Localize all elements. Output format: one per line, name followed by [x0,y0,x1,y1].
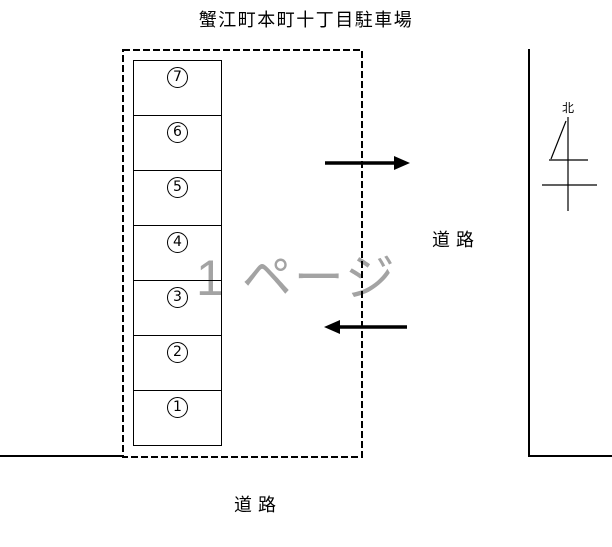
lot-boundary-dashed-rect [122,49,363,458]
parking-space-row: 4 [134,225,221,280]
road-label-bottom: 道路 [234,495,282,515]
right-arrow-icon [325,156,410,170]
parking-space-row: 3 [134,280,221,335]
space-number-badge: 3 [167,287,188,308]
parking-space-row: 6 [134,115,221,170]
space-number-badge: 2 [167,342,188,363]
road-label-right: 道路 [432,230,480,250]
space-number-badge: 5 [167,177,188,198]
parking-spaces-column: 7 6 5 4 3 2 1 [133,60,222,446]
parking-space-row: 2 [134,335,221,390]
north-label: 北 [561,101,574,115]
left-arrow-icon [324,320,407,334]
road-line-right [528,49,612,457]
space-number-badge: 6 [167,122,188,143]
space-number-badge: 7 [167,67,188,88]
north-compass-icon [542,117,597,211]
parking-space-row: 5 [134,170,221,225]
page-title: 蟹江町本町十丁目駐車場 [198,10,414,30]
space-number-badge: 1 [167,397,188,418]
parking-space-row: 1 [134,390,221,445]
space-number-badge: 4 [167,232,188,253]
parking-space-row: 7 [134,61,221,115]
